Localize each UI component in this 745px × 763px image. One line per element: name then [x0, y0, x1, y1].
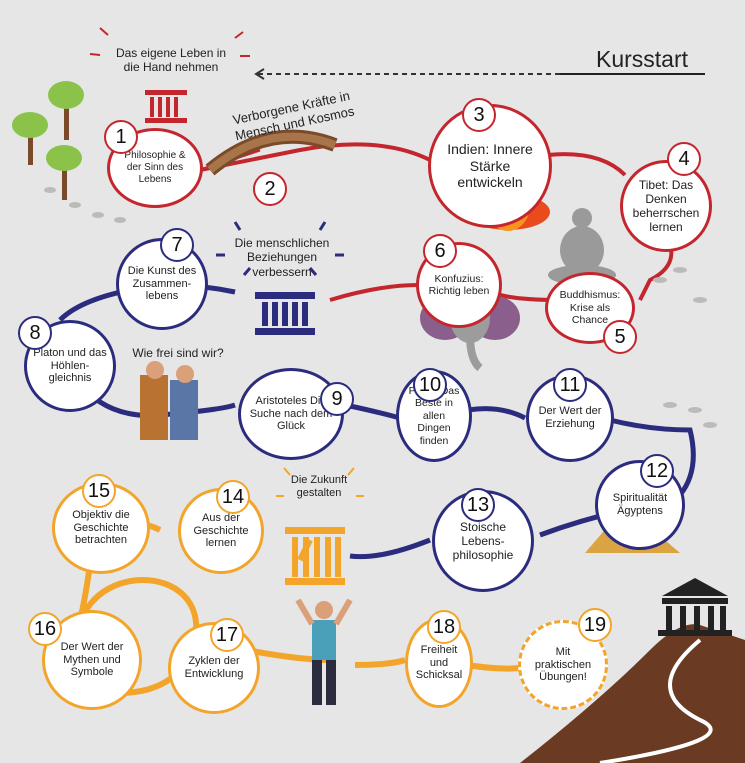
person-icon — [295, 598, 353, 705]
station-9[interactable]: Aristoteles Die Suche nach dem Glück — [238, 368, 344, 460]
station-number-19: 19 — [578, 608, 612, 642]
station-number-6: 6 — [423, 234, 457, 268]
station-number-2: 2 — [253, 172, 287, 206]
station-number-14: 14 — [216, 480, 250, 514]
station-number-13: 13 — [461, 488, 495, 522]
pillar-icon-blue — [255, 292, 315, 335]
orange-route-2 — [245, 647, 521, 672]
station-11[interactable]: Der Wert der Erziehung — [526, 374, 614, 462]
trees-icon — [12, 81, 84, 200]
station-number-3: 3 — [462, 98, 496, 132]
rays-icon-blue — [216, 221, 344, 276]
station-number-15: 15 — [82, 474, 116, 508]
station-number-12: 12 — [640, 454, 674, 488]
station-number-16: 16 — [28, 612, 62, 646]
page-title: Kursstart — [596, 46, 689, 72]
bridge-icon — [205, 129, 338, 176]
station-16[interactable]: Der Wert der Mythen und Symbole — [42, 610, 142, 710]
station-number-4: 4 — [667, 142, 701, 176]
station-14[interactable]: Aus der Geschichte lernen — [178, 488, 264, 574]
station-5[interactable]: Buddhismus: Krise als Chance — [545, 272, 635, 344]
station-number-18: 18 — [427, 610, 461, 644]
mountain — [520, 624, 745, 763]
pillar-icon — [145, 90, 187, 123]
station-number-10: 10 — [413, 368, 447, 402]
station-number-1: 1 — [104, 120, 138, 154]
station-number-9: 9 — [320, 382, 354, 416]
station-17[interactable]: Zyklen der Entwicklung — [168, 622, 260, 714]
temple-icon — [658, 578, 732, 636]
station-number-11: 11 — [553, 368, 587, 402]
philosophers-icon — [140, 361, 198, 440]
station-number-8: 8 — [18, 316, 52, 350]
orange-route — [68, 522, 313, 696]
rays-icon-orange — [276, 467, 364, 497]
note-relationships: Die menschlichen Beziehungen verbessern — [234, 236, 330, 279]
footprints-icon — [44, 187, 717, 428]
note-future: Die Zukunft gestalten — [290, 474, 348, 500]
station-number-17: 17 — [210, 618, 244, 652]
mountain-path — [599, 638, 713, 763]
pillar-icon-orange — [285, 527, 345, 585]
station-6[interactable]: Konfuzius: Richtig leben — [416, 242, 502, 328]
station-4[interactable]: Tibet: Das Denken beherrschen lernen — [620, 160, 712, 252]
station-number-7: 7 — [160, 228, 194, 262]
note-freedom: Wie frei sind wir? — [132, 346, 224, 360]
red-route — [199, 142, 674, 302]
rays-icon — [89, 27, 250, 57]
intro-note: Das eigene Leben in die Hand nehmen — [115, 46, 227, 75]
station-number-5: 5 — [603, 320, 637, 354]
